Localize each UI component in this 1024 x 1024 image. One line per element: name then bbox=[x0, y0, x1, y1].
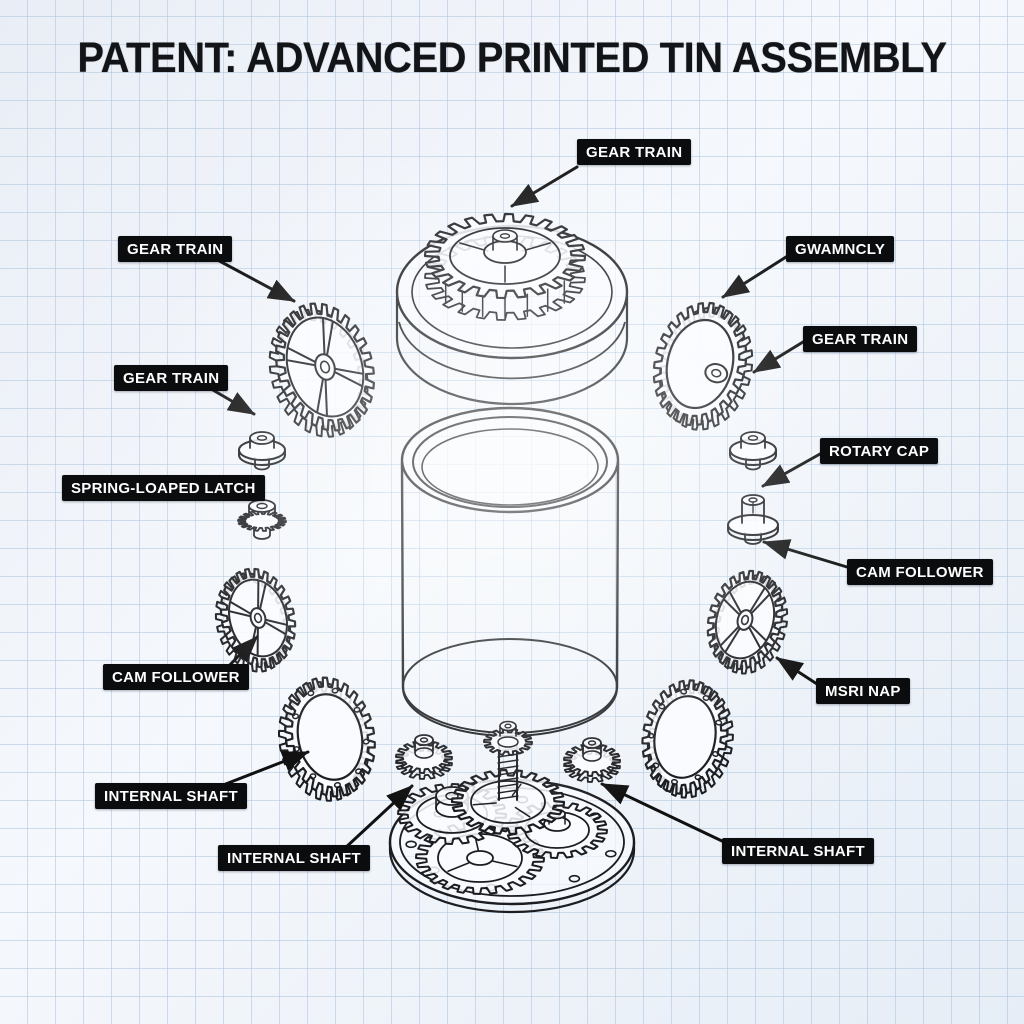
small-gear-drawing bbox=[395, 734, 453, 780]
label-internal-shaft-right: INTERNAL SHAFT bbox=[722, 838, 874, 864]
label-rotary-cap: ROTARY CAP bbox=[820, 438, 939, 464]
leader-arrow bbox=[210, 255, 296, 303]
small-gear-drawing bbox=[563, 737, 621, 783]
rotary-cap-drawing bbox=[729, 431, 777, 471]
leader-arrow bbox=[775, 656, 819, 686]
ring-gear-drawing bbox=[278, 676, 376, 802]
label-gear-train-top: GEAR TRAIN bbox=[577, 139, 692, 165]
label-cam-follower-right: CAM FOLLOWER bbox=[847, 559, 993, 585]
cam-follower-cap-drawing bbox=[727, 494, 779, 545]
leader-arrow bbox=[721, 255, 788, 299]
lid-drawing bbox=[395, 212, 629, 406]
leader-arrow bbox=[216, 750, 310, 789]
label-spring-loaped-latch: SPRING-LOAPED LATCH bbox=[62, 475, 265, 501]
leader-arrow bbox=[761, 452, 822, 488]
page-title: PATENT: ADVANCED PRINTED TIN ASSEMBLY bbox=[77, 34, 947, 82]
label-cam-follower-left: CAM FOLLOWER bbox=[103, 664, 249, 690]
leader-arrow bbox=[510, 165, 579, 208]
rotary-cap-drawing bbox=[238, 431, 286, 471]
ring-gear-drawing bbox=[652, 301, 754, 431]
spoked-gear-drawing bbox=[214, 567, 297, 673]
ring-gear-drawing bbox=[641, 679, 734, 799]
label-gear-train-left-upper: GEAR TRAIN bbox=[118, 236, 233, 262]
spoked-gear-drawing bbox=[706, 569, 789, 675]
label-internal-shaft-left: INTERNAL SHAFT bbox=[95, 783, 247, 809]
label-gwamncly: GWAMNCLY bbox=[786, 236, 895, 262]
label-gear-train-right: GEAR TRAIN bbox=[803, 326, 918, 352]
label-internal-shaft-bottom: INTERNAL SHAFT bbox=[218, 845, 370, 871]
knurled-cap-drawing bbox=[237, 499, 287, 540]
tin-body-drawing bbox=[400, 406, 620, 737]
leader-arrow bbox=[752, 340, 805, 374]
leader-arrow bbox=[762, 539, 849, 569]
label-msri-nap: MSRI NAP bbox=[816, 678, 910, 704]
label-gear-train-left-lower: GEAR TRAIN bbox=[114, 365, 229, 391]
spoked-gear-drawing bbox=[268, 302, 375, 438]
